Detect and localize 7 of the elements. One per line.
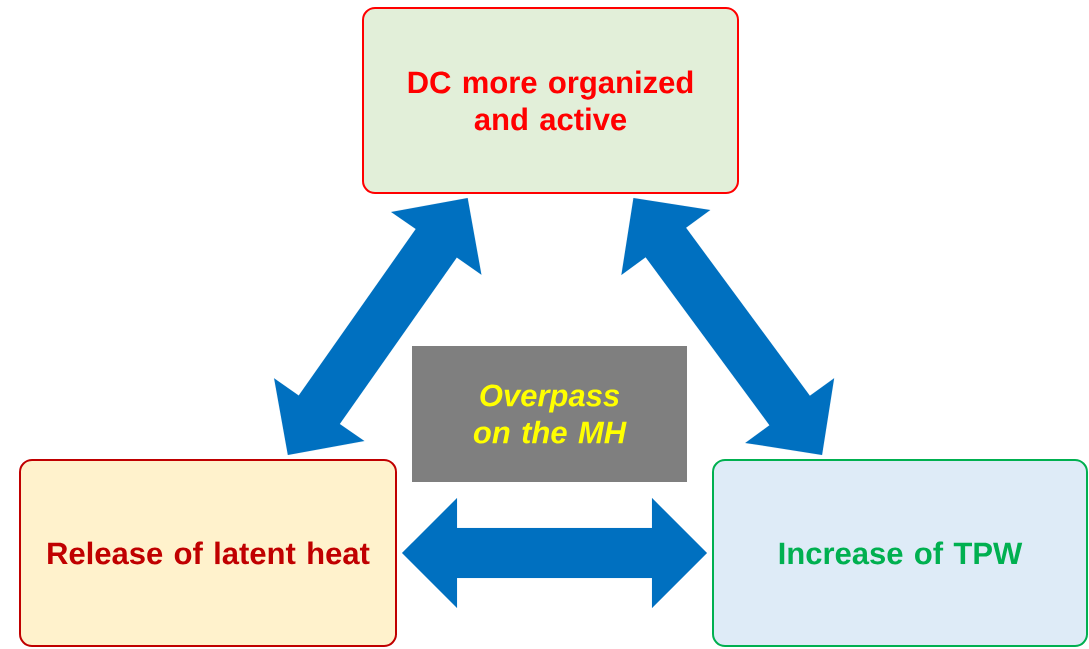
- center-box: Overpass on the MH: [412, 346, 687, 482]
- process-box: Release of latent heat: [19, 459, 397, 647]
- process-box: Increase of TPW: [712, 459, 1088, 647]
- double-arrow: [621, 198, 835, 456]
- process-box: DC more organized and active: [362, 7, 739, 194]
- double-arrow: [274, 198, 482, 455]
- double-arrow: [401, 497, 708, 609]
